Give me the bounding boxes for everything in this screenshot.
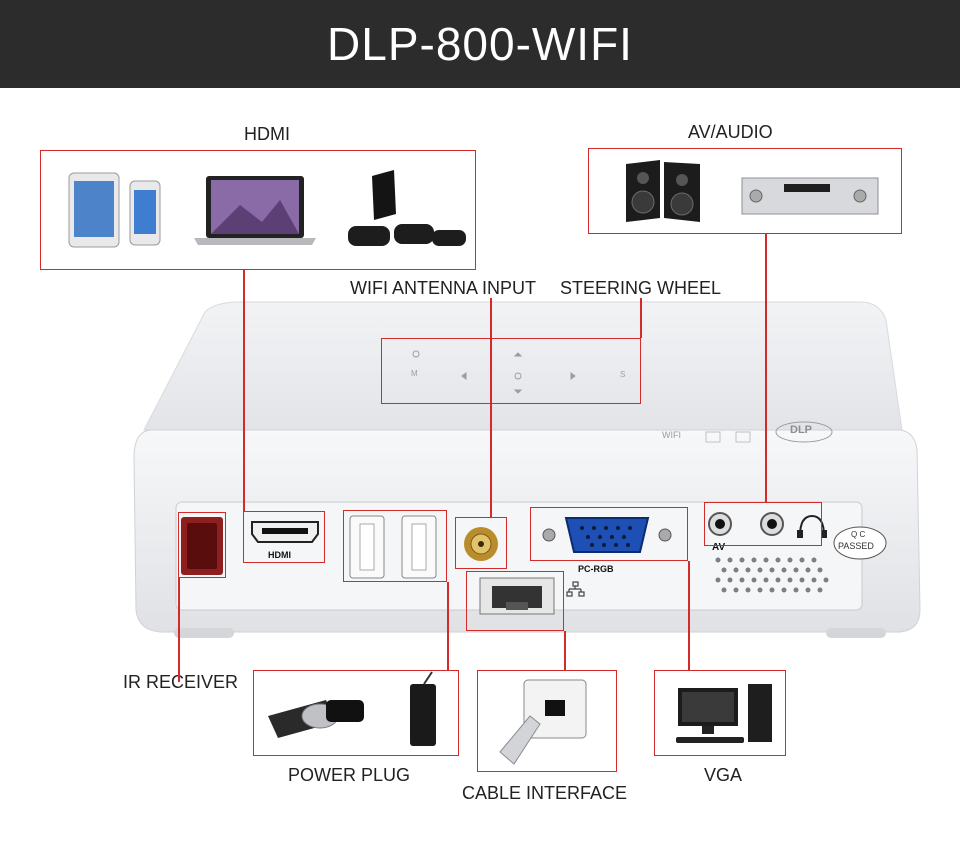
callout-box-av-ports [704, 502, 822, 546]
port-label-av: AV [712, 542, 726, 553]
svg-text:S: S [620, 370, 625, 379]
callout-box-hdmi-devices [40, 150, 476, 270]
label-hdmi: HDMI [244, 124, 290, 144]
callout-box-ir-receiver [178, 512, 226, 578]
callout-box-vga-devices [654, 670, 786, 756]
label-cable-interface: CABLE INTERFACE [462, 783, 628, 803]
dlp-logo: DLP [790, 424, 812, 436]
connector-line-cable [564, 631, 566, 670]
svg-text:M: M [411, 369, 418, 378]
connector-line-power [447, 582, 449, 670]
connector-line-vga [688, 561, 690, 670]
port-label-pc-rgb: PC-RGB [578, 564, 614, 574]
port-label-hdmi: HDMI [268, 550, 291, 560]
callout-box-cable-port [466, 571, 564, 631]
callout-box-antenna-port [455, 517, 507, 569]
label-av-audio: AV/AUDIO [688, 122, 773, 142]
callout-box-hdmi-port [243, 511, 325, 563]
label-vga: VGA [704, 765, 743, 785]
qc-badge-bottom: PASSED [838, 541, 874, 551]
label-ir-receiver: IR RECEIVER [123, 672, 239, 692]
callout-box-power-devices [253, 670, 459, 756]
wifi-logo: WIFI [662, 430, 681, 440]
connector-line-antenna [490, 298, 492, 517]
callout-box-cable-devices [477, 670, 617, 772]
header-bar: DLP-800-WIFI [0, 0, 960, 88]
page-title: DLP-800-WIFI [327, 18, 633, 70]
callout-box-steering-wheel [381, 338, 641, 404]
callout-box-vga-port [530, 507, 688, 561]
connector-line-ir [178, 578, 180, 682]
connector-line-av [765, 234, 767, 502]
label-wifi-antenna: WIFI ANTENNA INPUT [350, 278, 537, 298]
label-steering-wheel: STEERING WHEEL [560, 278, 722, 298]
qc-badge-top: Q C [851, 530, 866, 539]
callout-box-av-devices [588, 148, 902, 234]
callout-box-usb-ports [343, 510, 447, 582]
connector-line-steering [640, 298, 642, 338]
connector-line-hdmi [243, 270, 245, 512]
label-power-plug: POWER PLUG [288, 765, 411, 785]
